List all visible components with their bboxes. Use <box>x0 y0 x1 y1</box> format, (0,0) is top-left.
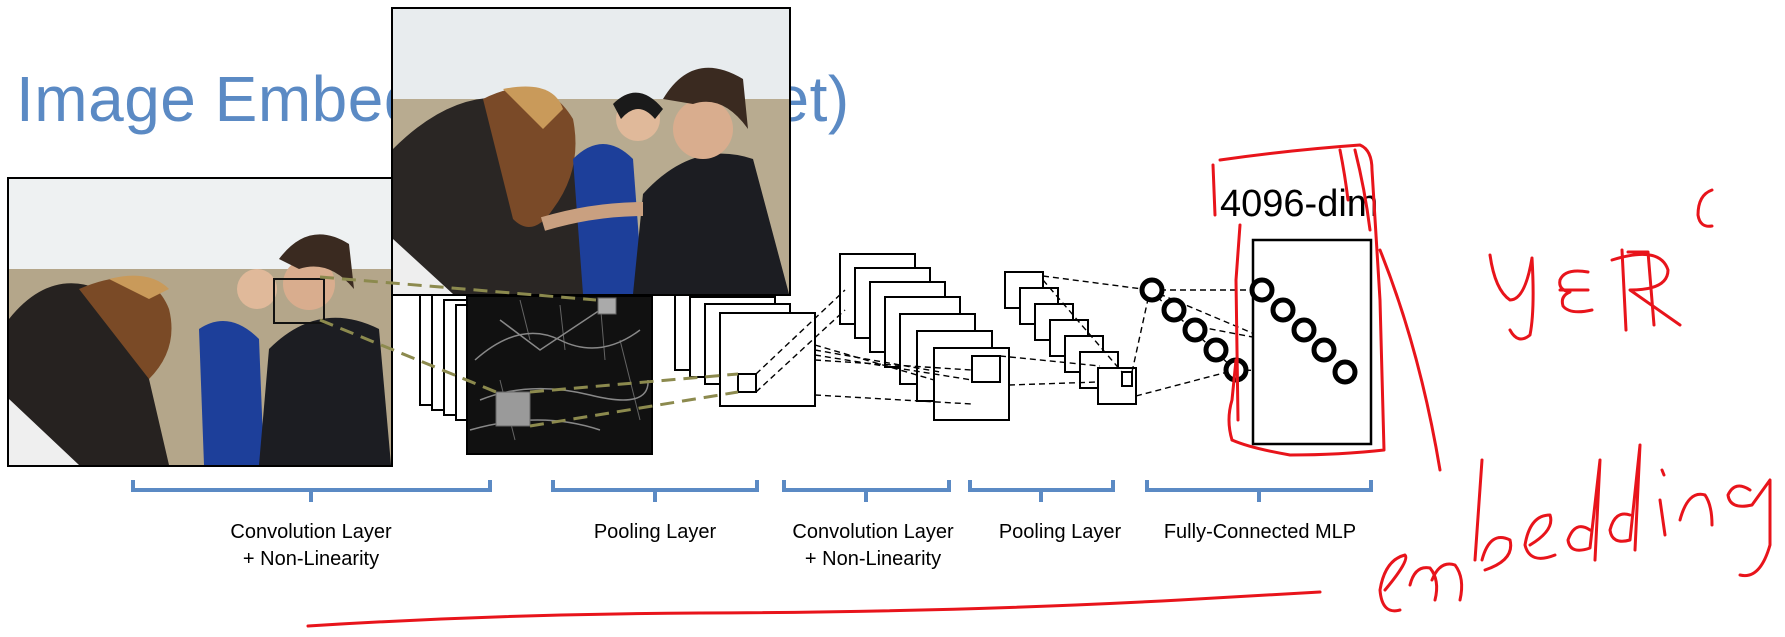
fc-dimension-label: 4096-dim <box>1220 183 1379 225</box>
edge-feature-map <box>466 295 653 455</box>
layer-label-conv1: Convolution Layer+ Non-Linearity <box>230 521 392 570</box>
input-photo-large <box>391 7 791 296</box>
layer-brackets <box>131 480 1373 502</box>
conv2-feature-stack <box>839 253 1010 421</box>
input-photo-small <box>7 177 393 467</box>
layer-label-pool2: Pooling Layer <box>998 521 1122 543</box>
layer-label-pool1: Pooling Layer <box>593 521 717 543</box>
layer-label-fc: Fully-Connected MLP <box>1163 521 1357 543</box>
layer-label-conv2: Convolution Layer+ Non-Linearity <box>792 521 954 570</box>
